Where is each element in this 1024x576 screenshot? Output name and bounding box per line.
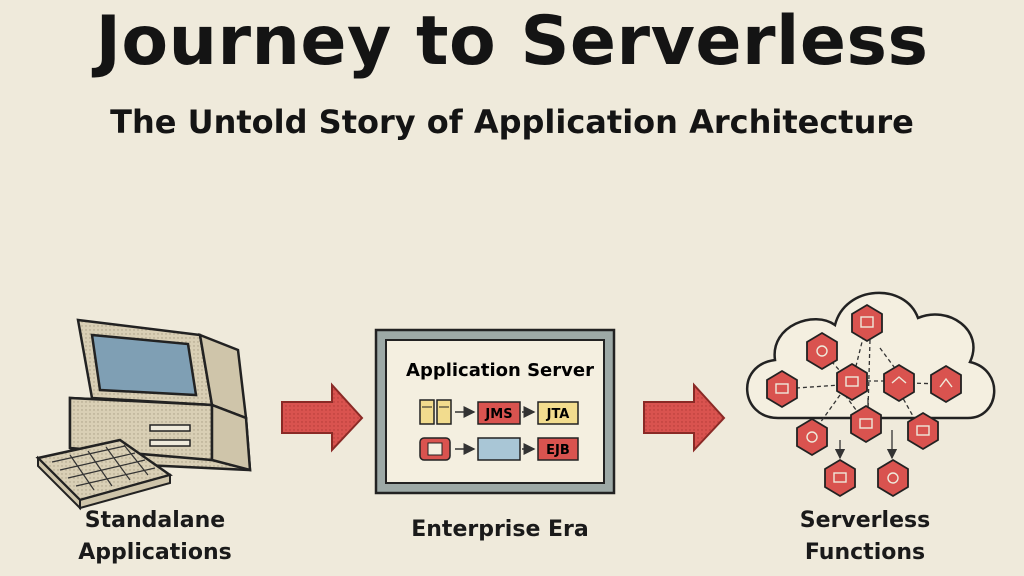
app-server-title: Application Server xyxy=(406,360,594,381)
stage-caption-standalone-line1: Standalane xyxy=(84,508,226,533)
stage-caption-serverless-line1: Serverless xyxy=(799,508,931,533)
queue-module xyxy=(477,437,521,461)
ejb-module xyxy=(537,437,579,461)
connector-icon xyxy=(419,437,451,461)
flow-arrow-1 xyxy=(281,382,364,453)
application-server-icon: Application Server JMS JTA EJB xyxy=(374,328,616,495)
stage-caption-serverless: Serverless Functions xyxy=(760,505,970,569)
cloud-functions-icon xyxy=(746,291,996,498)
stage-caption-standalone: Standalane Applications xyxy=(40,505,270,569)
jms-label: JMS xyxy=(484,407,512,422)
page-subtitle: The Untold Story of Application Architec… xyxy=(110,103,914,141)
jta-module xyxy=(537,401,579,425)
jms-module xyxy=(477,401,521,425)
page-title: Journey to Serverless xyxy=(95,2,929,81)
stage-caption-enterprise: Enterprise Era xyxy=(411,517,589,542)
flow-arrow-2 xyxy=(643,382,726,453)
desktop-computer-icon xyxy=(35,318,252,511)
jta-label: JTA xyxy=(546,407,570,422)
stage-caption-serverless-line2: Functions xyxy=(804,540,926,565)
stage-caption-standalone-line2: Applications xyxy=(78,540,232,565)
server-rack-icon xyxy=(419,399,452,425)
ejb-label: EJB xyxy=(546,443,570,458)
